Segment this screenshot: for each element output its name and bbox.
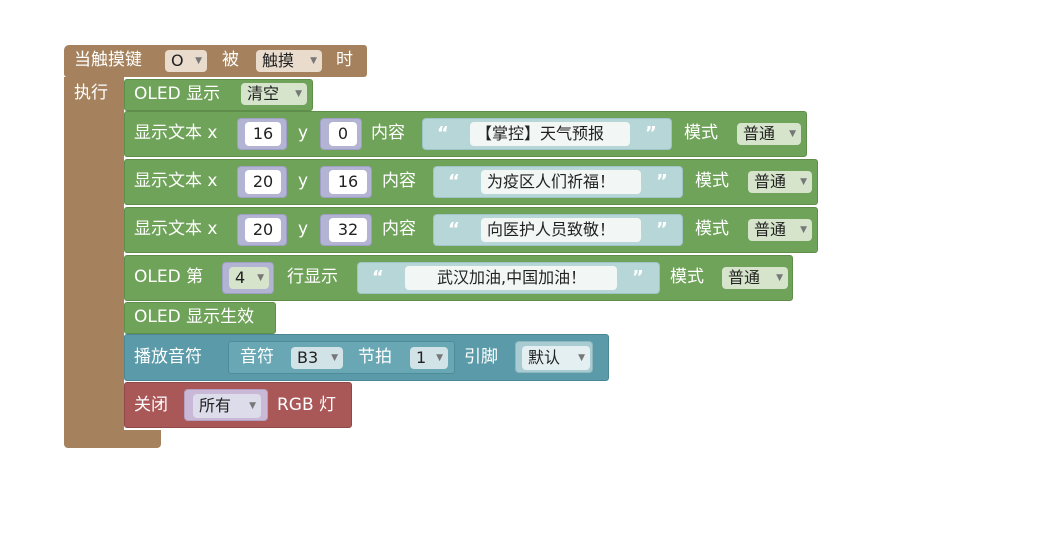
beat-dropdown[interactable]: 1▼ [410,347,448,369]
beat-value: 1 [416,348,427,367]
touch-action-dropdown[interactable]: 触摸 ▼ [256,50,322,72]
y-input[interactable]: 16 [329,170,367,194]
close-quote-icon: ” [632,267,644,288]
chevron-down-icon: ▼ [195,56,202,66]
beat-label: 节拍 [358,347,392,367]
mode-label: 模式 [695,219,729,239]
event-by-label: 被 [222,50,239,70]
close-quote-icon: ” [656,219,668,240]
rgb-target-dropdown[interactable]: 所有 ▼ [193,394,261,418]
chevron-down-icon: ▼ [789,129,796,139]
x-input[interactable]: 20 [245,170,281,194]
rgb-light-label: RGB 灯 [277,395,337,415]
content-input[interactable]: 【掌控】天气预报 [470,122,630,146]
content-label: 内容 [371,123,405,143]
chevron-down-icon: ▼ [578,353,585,363]
line-display-label: 行显示 [287,267,338,287]
chevron-down-icon: ▼ [776,273,783,283]
line-number-value: 4 [235,268,246,287]
y-input[interactable]: 32 [329,218,367,242]
mode-value: 普通 [743,124,776,143]
oled-line-label: OLED 第 [134,267,204,287]
show-text-x-label: 显示文本 x [134,123,218,143]
mode-dropdown[interactable]: 普通 ▼ [722,267,788,289]
close-quote-icon: ” [656,171,668,192]
pin-label: 引脚 [464,347,498,367]
mode-label: 模式 [670,267,704,287]
event-time-label: 时 [336,50,353,70]
chevron-down-icon: ▼ [331,353,338,363]
chevron-down-icon: ▼ [436,353,443,363]
show-text-x-label: 显示文本 x [134,171,218,191]
mode-dropdown[interactable]: 普通 ▼ [748,219,812,241]
close-quote-icon: ” [645,123,657,144]
mode-dropdown[interactable]: 普通 ▼ [748,171,812,193]
event-when-label: 当触摸键 [74,50,142,70]
mode-label: 模式 [695,171,729,191]
y-label: y [298,123,309,143]
y-label: y [298,219,309,239]
chevron-down-icon: ▼ [257,273,264,283]
note-value: B3 [297,348,319,367]
x-input[interactable]: 16 [245,122,281,146]
play-note-label: 播放音符 [134,347,202,367]
open-quote-icon: “ [448,219,460,240]
content-label: 内容 [382,219,416,239]
content-label: 内容 [382,171,416,191]
note-dropdown[interactable]: B3 ▼ [291,347,343,369]
y-label: y [298,171,309,191]
mode-value: 普通 [754,172,787,191]
mode-label: 模式 [684,123,718,143]
touch-key-dropdown[interactable]: O▼ [165,50,207,72]
content-input[interactable]: 向医护人员致敬！ [481,218,641,242]
note-label: 音符 [240,347,274,367]
show-text-x-label: 显示文本 x [134,219,218,239]
mode-dropdown[interactable]: 普通 ▼ [737,123,801,145]
rgb-target-value: 所有 [199,396,232,415]
mode-value: 普通 [754,220,787,239]
chevron-down-icon: ▼ [800,177,807,187]
chevron-down-icon: ▼ [249,401,256,411]
oled-apply-block[interactable] [124,302,276,334]
event-block-foot [64,430,161,448]
event-exec-label: 执行 [74,83,108,103]
oled-apply-label: OLED 显示生效 [134,307,255,327]
open-quote-icon: “ [437,123,449,144]
oled-mode-dropdown[interactable]: 清空 ▼ [241,83,307,105]
rgb-off-label: 关闭 [134,395,168,415]
mode-value: 普通 [728,268,761,287]
chevron-down-icon: ▼ [800,225,807,235]
content-input[interactable]: 武汉加油,中国加油！ [405,266,617,290]
touch-action-value: 触摸 [262,51,295,70]
open-quote-icon: “ [372,267,384,288]
open-quote-icon: “ [448,171,460,192]
content-input[interactable]: 为疫区人们祈福！ [481,170,641,194]
oled-mode-value: 清空 [247,84,280,103]
chevron-down-icon: ▼ [310,56,317,66]
pin-value: 默认 [528,348,561,367]
event-block-spine [64,77,124,435]
chevron-down-icon: ▼ [295,89,302,99]
line-number-dropdown[interactable]: 4▼ [229,267,269,289]
touch-key-value: O [171,51,184,70]
y-input[interactable]: 0 [329,122,357,146]
oled-show-label: OLED 显示 [134,84,221,104]
x-input[interactable]: 20 [245,218,281,242]
pin-dropdown[interactable]: 默认 ▼ [522,346,590,370]
